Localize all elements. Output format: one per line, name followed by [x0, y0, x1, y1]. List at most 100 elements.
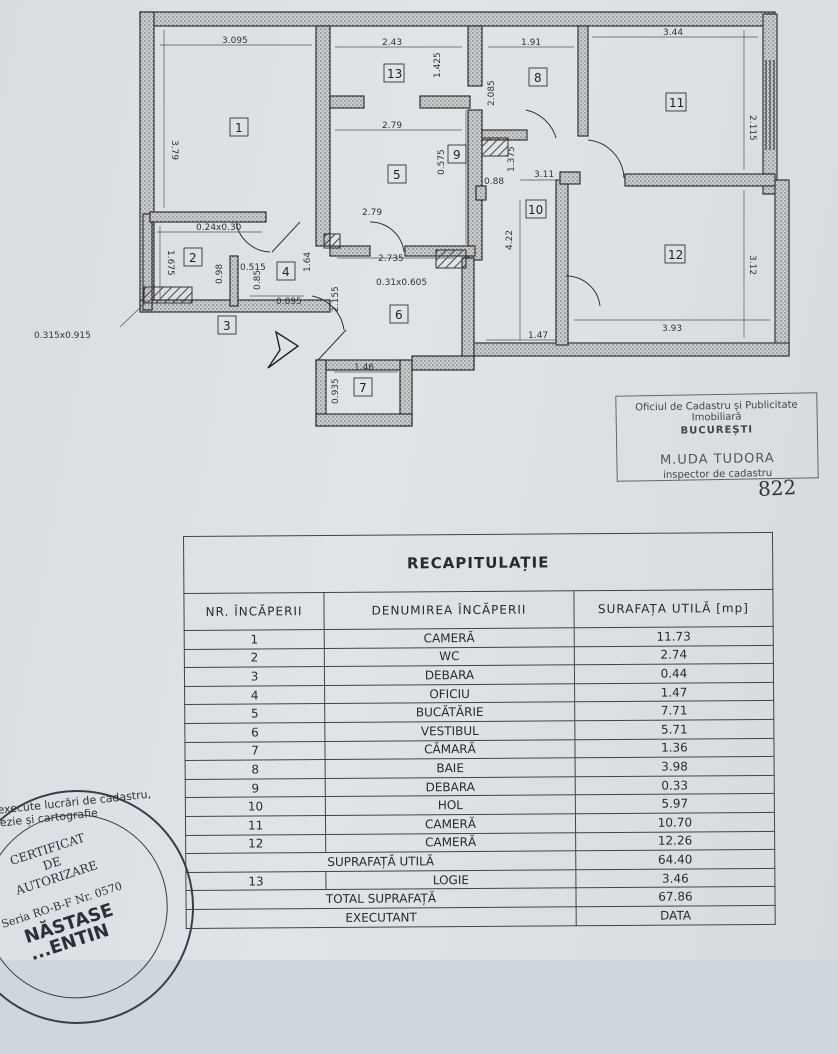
row-nr: 4: [184, 685, 325, 705]
useful-area-value: 64.40: [575, 849, 775, 870]
header-name: DENUMIREA ÎNCĂPERII: [324, 590, 574, 630]
svg-text:13: 13: [387, 67, 402, 81]
dimension-lines: [119, 30, 770, 373]
row-name: BUCĂTĂRIE: [324, 702, 575, 723]
stamp-city: BUCUREȘTI: [680, 424, 754, 437]
room-number-labels: 1 2 3 4 5 6 7 8 9 10 11 12 13: [189, 67, 684, 395]
svg-text:1.47: 1.47: [528, 331, 548, 341]
svg-text:1.675: 1.675: [165, 250, 175, 276]
svg-text:0.88: 0.88: [484, 177, 504, 187]
dimension-labels: 3.095 2.43 1.425 1.91 3.44 2.085 3.79 2.…: [34, 28, 757, 404]
duct-hatch: [323, 233, 341, 249]
floor-plan: 3.095 2.43 1.425 1.91 3.44 2.085 3.79 2.…: [34, 11, 790, 427]
svg-text:10: 10: [528, 203, 543, 217]
row-nr: 9: [185, 778, 326, 798]
svg-text:4.22: 4.22: [505, 230, 515, 250]
logie-area: 3.46: [575, 868, 775, 889]
svg-text:9: 9: [453, 148, 461, 162]
row-nr: 2: [184, 648, 325, 668]
svg-text:2: 2: [189, 251, 197, 265]
svg-text:12: 12: [668, 248, 683, 262]
svg-text:0.515: 0.515: [240, 263, 266, 273]
svg-text:0.85: 0.85: [253, 270, 263, 290]
room-numbers: [183, 63, 687, 397]
svg-text:0.24x0.30: 0.24x0.30: [196, 223, 242, 233]
svg-text:11: 11: [669, 96, 684, 110]
stamp-inspector-name: M.UDA TUDORA: [659, 450, 775, 468]
row-area: 5.97: [575, 793, 775, 814]
duct-hatch: [481, 137, 509, 157]
svg-text:1.91: 1.91: [521, 38, 541, 48]
svg-text:2.79: 2.79: [362, 208, 382, 218]
svg-text:2.085: 2.085: [487, 80, 497, 106]
row-nr: 8: [185, 759, 326, 780]
logie-nr: 13: [185, 871, 327, 891]
duct-hatch: [143, 286, 193, 304]
svg-text:2.115: 2.115: [747, 115, 757, 141]
row-name: OFICIU: [324, 683, 575, 704]
row-area: 5.71: [574, 719, 774, 740]
row-nr: 7: [184, 741, 326, 761]
row-area: 11.73: [573, 626, 774, 647]
row-name: HOL: [325, 795, 576, 816]
row-area: 12.26: [575, 830, 775, 851]
row-area: 0.44: [574, 663, 774, 684]
row-name: DEBARA: [325, 776, 576, 797]
window: [765, 60, 775, 150]
row-nr: 5: [184, 703, 325, 724]
svg-text:2.735: 2.735: [378, 254, 404, 264]
svg-text:3.44: 3.44: [663, 28, 683, 38]
svg-text:0.895: 0.895: [276, 297, 302, 307]
row-name: VESTIBUL: [324, 720, 575, 742]
executant-label: EXECUTANT: [186, 906, 577, 928]
row-area: 1.36: [574, 737, 775, 758]
row-name: WC: [324, 646, 575, 667]
row-nr: 11: [185, 815, 326, 836]
cadastre-inspector-stamp: Oficiul de Cadastru și Publicitate Imobi…: [615, 392, 819, 482]
svg-text:3: 3: [223, 319, 231, 333]
svg-text:3.93: 3.93: [662, 324, 682, 334]
total-area-value: 67.86: [575, 886, 776, 907]
svg-text:8: 8: [534, 71, 542, 85]
svg-text:1.46: 1.46: [354, 363, 374, 373]
row-nr: 3: [184, 666, 325, 687]
row-name: BAIE: [325, 757, 576, 779]
svg-text:5: 5: [393, 168, 401, 182]
row-name: CĂMARĂ: [325, 739, 575, 760]
svg-text:6: 6: [395, 308, 403, 322]
recap-title: RECAPITULAȚIE: [183, 532, 773, 594]
svg-text:0.315x0.915: 0.315x0.915: [34, 331, 91, 341]
svg-text:3.095: 3.095: [222, 36, 248, 46]
svg-text:3.11: 3.11: [534, 170, 554, 180]
data-label: DATA: [575, 905, 776, 926]
svg-text:1.425: 1.425: [433, 52, 443, 78]
logie-name: LOGIE: [325, 869, 576, 890]
row-area: 1.47: [574, 682, 774, 703]
svg-text:3.79: 3.79: [169, 140, 179, 160]
duct-hatch: [435, 249, 467, 269]
row-area: 10.70: [575, 812, 775, 833]
row-name: CAMERĂ: [325, 832, 576, 853]
recap-table: RECAPITULAȚIE NR. ÎNCĂPERII DENUMIREA ÎN…: [183, 532, 776, 929]
entrance-arrow-icon: [267, 330, 300, 369]
row-area: 3.98: [574, 756, 775, 777]
svg-text:7: 7: [359, 381, 367, 395]
svg-text:0.98: 0.98: [215, 264, 225, 284]
row-nr: 6: [184, 722, 326, 743]
row-area: 2.74: [574, 644, 774, 665]
svg-text:0.935: 0.935: [331, 378, 341, 404]
header-area: SURAFAȚA UTILĂ [mp]: [573, 589, 774, 628]
stamp-office: Oficiul de Cadastru și Publicitate Imobi…: [635, 399, 798, 424]
row-area: 7.71: [574, 700, 774, 721]
svg-text:1.375: 1.375: [507, 146, 517, 172]
walls: [139, 11, 790, 427]
svg-text:0.31x0.605: 0.31x0.605: [376, 278, 427, 288]
row-area: 0.33: [575, 775, 775, 796]
executant-row: EXECUTANT DATA: [186, 905, 776, 928]
row-name: CAMERĂ: [325, 813, 576, 835]
door-swings: [235, 109, 625, 361]
row-name: CAMERĂ: [324, 627, 575, 649]
svg-text:0.575: 0.575: [437, 149, 447, 175]
row-nr: 10: [185, 796, 326, 817]
header-nr: NR. ÎNCĂPERII: [183, 592, 325, 631]
